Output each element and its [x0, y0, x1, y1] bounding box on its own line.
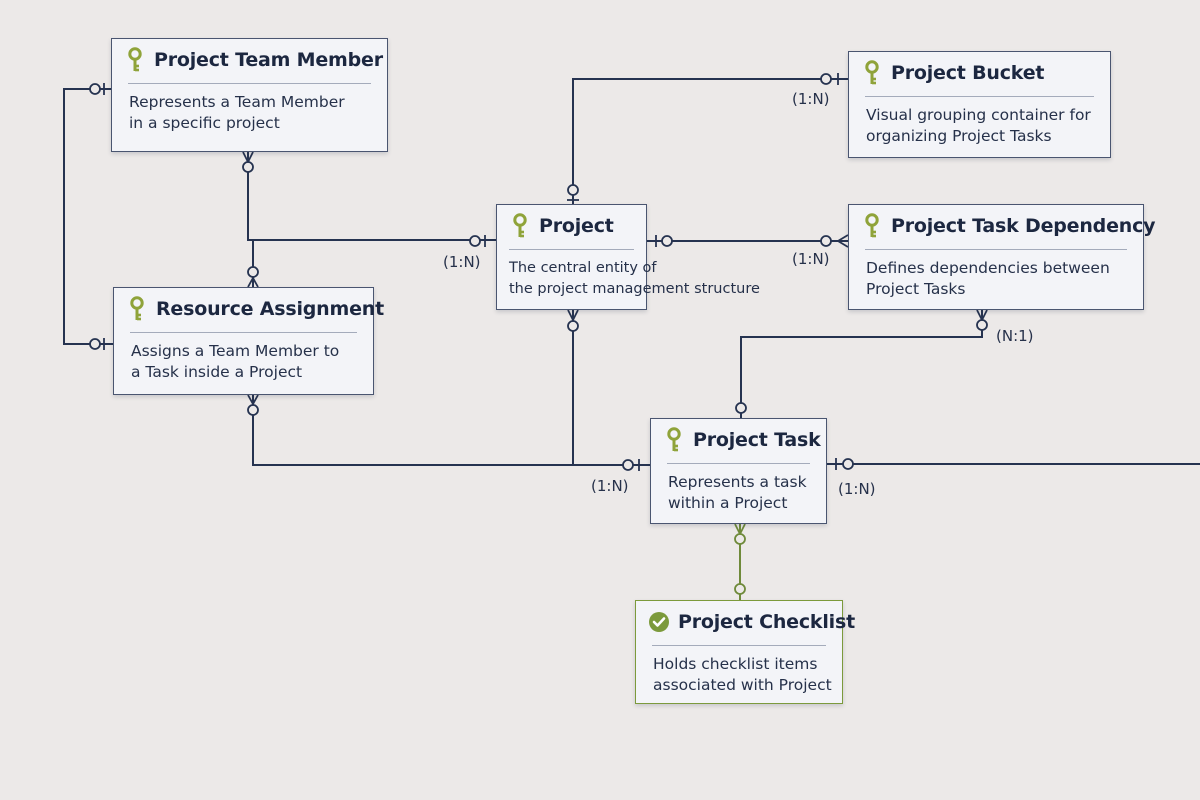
cardinality-label: (1:N) — [792, 90, 830, 108]
description-line: a Task inside a Project — [131, 363, 303, 381]
description-line: Holds checklist items — [653, 655, 818, 673]
description-line: within a Project — [668, 494, 788, 512]
description-line: Represents a task — [668, 473, 807, 491]
entity-project-task-dependency[interactable]: Project Task Dependency Defines dependen… — [848, 204, 1156, 310]
divider — [130, 332, 357, 333]
marker-zero-circle — [820, 235, 832, 247]
marker-zero-circle — [89, 83, 101, 95]
key-icon — [513, 213, 527, 238]
marker-zero-circle — [820, 73, 832, 85]
marker-zero-circle — [567, 184, 579, 196]
entity-description: Defines dependencies between Project Tas… — [849, 250, 1143, 300]
marker-zero-circle — [567, 320, 579, 332]
marker-crows-foot — [247, 276, 259, 288]
entity-project[interactable]: Project The central entity of the projec… — [496, 204, 760, 310]
key-icon — [865, 60, 879, 85]
cardinality-label: (1:N) — [792, 250, 830, 268]
entity-description: Represents a task within a Project — [651, 464, 826, 514]
divider — [865, 249, 1127, 250]
description-line: the project management structure — [509, 281, 760, 297]
marker-crows-foot — [836, 234, 849, 248]
line-team-member-to-resource-assignment-left — [63, 88, 113, 345]
entity-description: Visual grouping container for organizing… — [849, 97, 1110, 147]
marker-zero-circle — [622, 459, 634, 471]
entity-description: The central entity of the project manage… — [497, 250, 760, 300]
cardinality-label: (1:N) — [838, 480, 876, 498]
entity-description: Holds checklist items associated with Pr… — [636, 646, 842, 696]
key-icon — [865, 213, 879, 238]
entity-title: Project Task Dependency — [891, 215, 1156, 237]
entity-title: Project Task — [693, 429, 821, 451]
divider — [509, 249, 634, 250]
entity-title: Resource Assignment — [156, 298, 384, 320]
description-line: organizing Project Tasks — [866, 127, 1052, 145]
line-resource-assignment-to-project-task — [252, 395, 650, 466]
marker-zero-circle — [734, 533, 746, 545]
marker-crows-foot — [567, 309, 579, 323]
description-line: Assigns a Team Member to — [131, 342, 340, 360]
description-line: in a specific project — [129, 114, 280, 132]
entity-title: Project — [539, 215, 614, 237]
check-circle-icon — [649, 612, 669, 632]
description-line: Represents a Team Member — [129, 93, 345, 111]
key-icon — [130, 296, 144, 321]
description-line: associated with Project — [653, 676, 832, 694]
entity-project-checklist[interactable]: Project Checklist Holds checklist items … — [635, 600, 855, 704]
description-line: Defines dependencies between — [866, 259, 1110, 277]
entity-title: Project Checklist — [678, 611, 855, 633]
description-line: Visual grouping container for — [866, 106, 1091, 124]
entity-project-task[interactable]: Project Task Represents a task within a … — [650, 418, 827, 524]
marker-zero-circle — [735, 402, 747, 414]
marker-zero-circle — [734, 583, 746, 595]
cardinality-label: (N:1) — [996, 327, 1034, 345]
marker-zero-circle — [661, 235, 673, 247]
key-icon — [667, 427, 681, 452]
entity-resource-assignment[interactable]: Resource Assignment Assigns a Team Membe… — [113, 287, 384, 395]
marker-zero-circle — [842, 458, 854, 470]
divider — [128, 83, 371, 84]
line-task-dependency-to-project-task — [740, 310, 983, 418]
entity-description: Assigns a Team Member to a Task inside a… — [114, 333, 373, 383]
marker-zero-circle — [242, 161, 254, 173]
divider — [652, 645, 826, 646]
entity-description: Represents a Team Member in a specific p… — [112, 84, 387, 134]
divider — [667, 463, 810, 464]
divider — [865, 96, 1094, 97]
marker-zero-circle — [89, 338, 101, 350]
marker-zero-circle — [247, 404, 259, 416]
marker-zero-circle — [976, 319, 988, 331]
line-team-member-to-project — [247, 152, 496, 241]
line-project-to-bucket — [572, 78, 848, 204]
description-line: The central entity of — [509, 260, 657, 276]
cardinality-label: (1:N) — [443, 253, 481, 271]
marker-zero-circle — [469, 235, 481, 247]
entity-project-team-member[interactable]: Project Team Member Represents a Team Me… — [111, 38, 388, 152]
cardinality-label: (1:N) — [591, 477, 629, 495]
entity-title: Project Bucket — [891, 62, 1045, 84]
description-line: Project Tasks — [866, 280, 966, 298]
entity-title: Project Team Member — [154, 49, 383, 71]
entity-project-bucket[interactable]: Project Bucket Visual grouping container… — [848, 51, 1111, 158]
key-icon — [128, 47, 142, 72]
marker-crows-foot — [247, 394, 259, 406]
marker-zero-circle — [247, 266, 259, 278]
